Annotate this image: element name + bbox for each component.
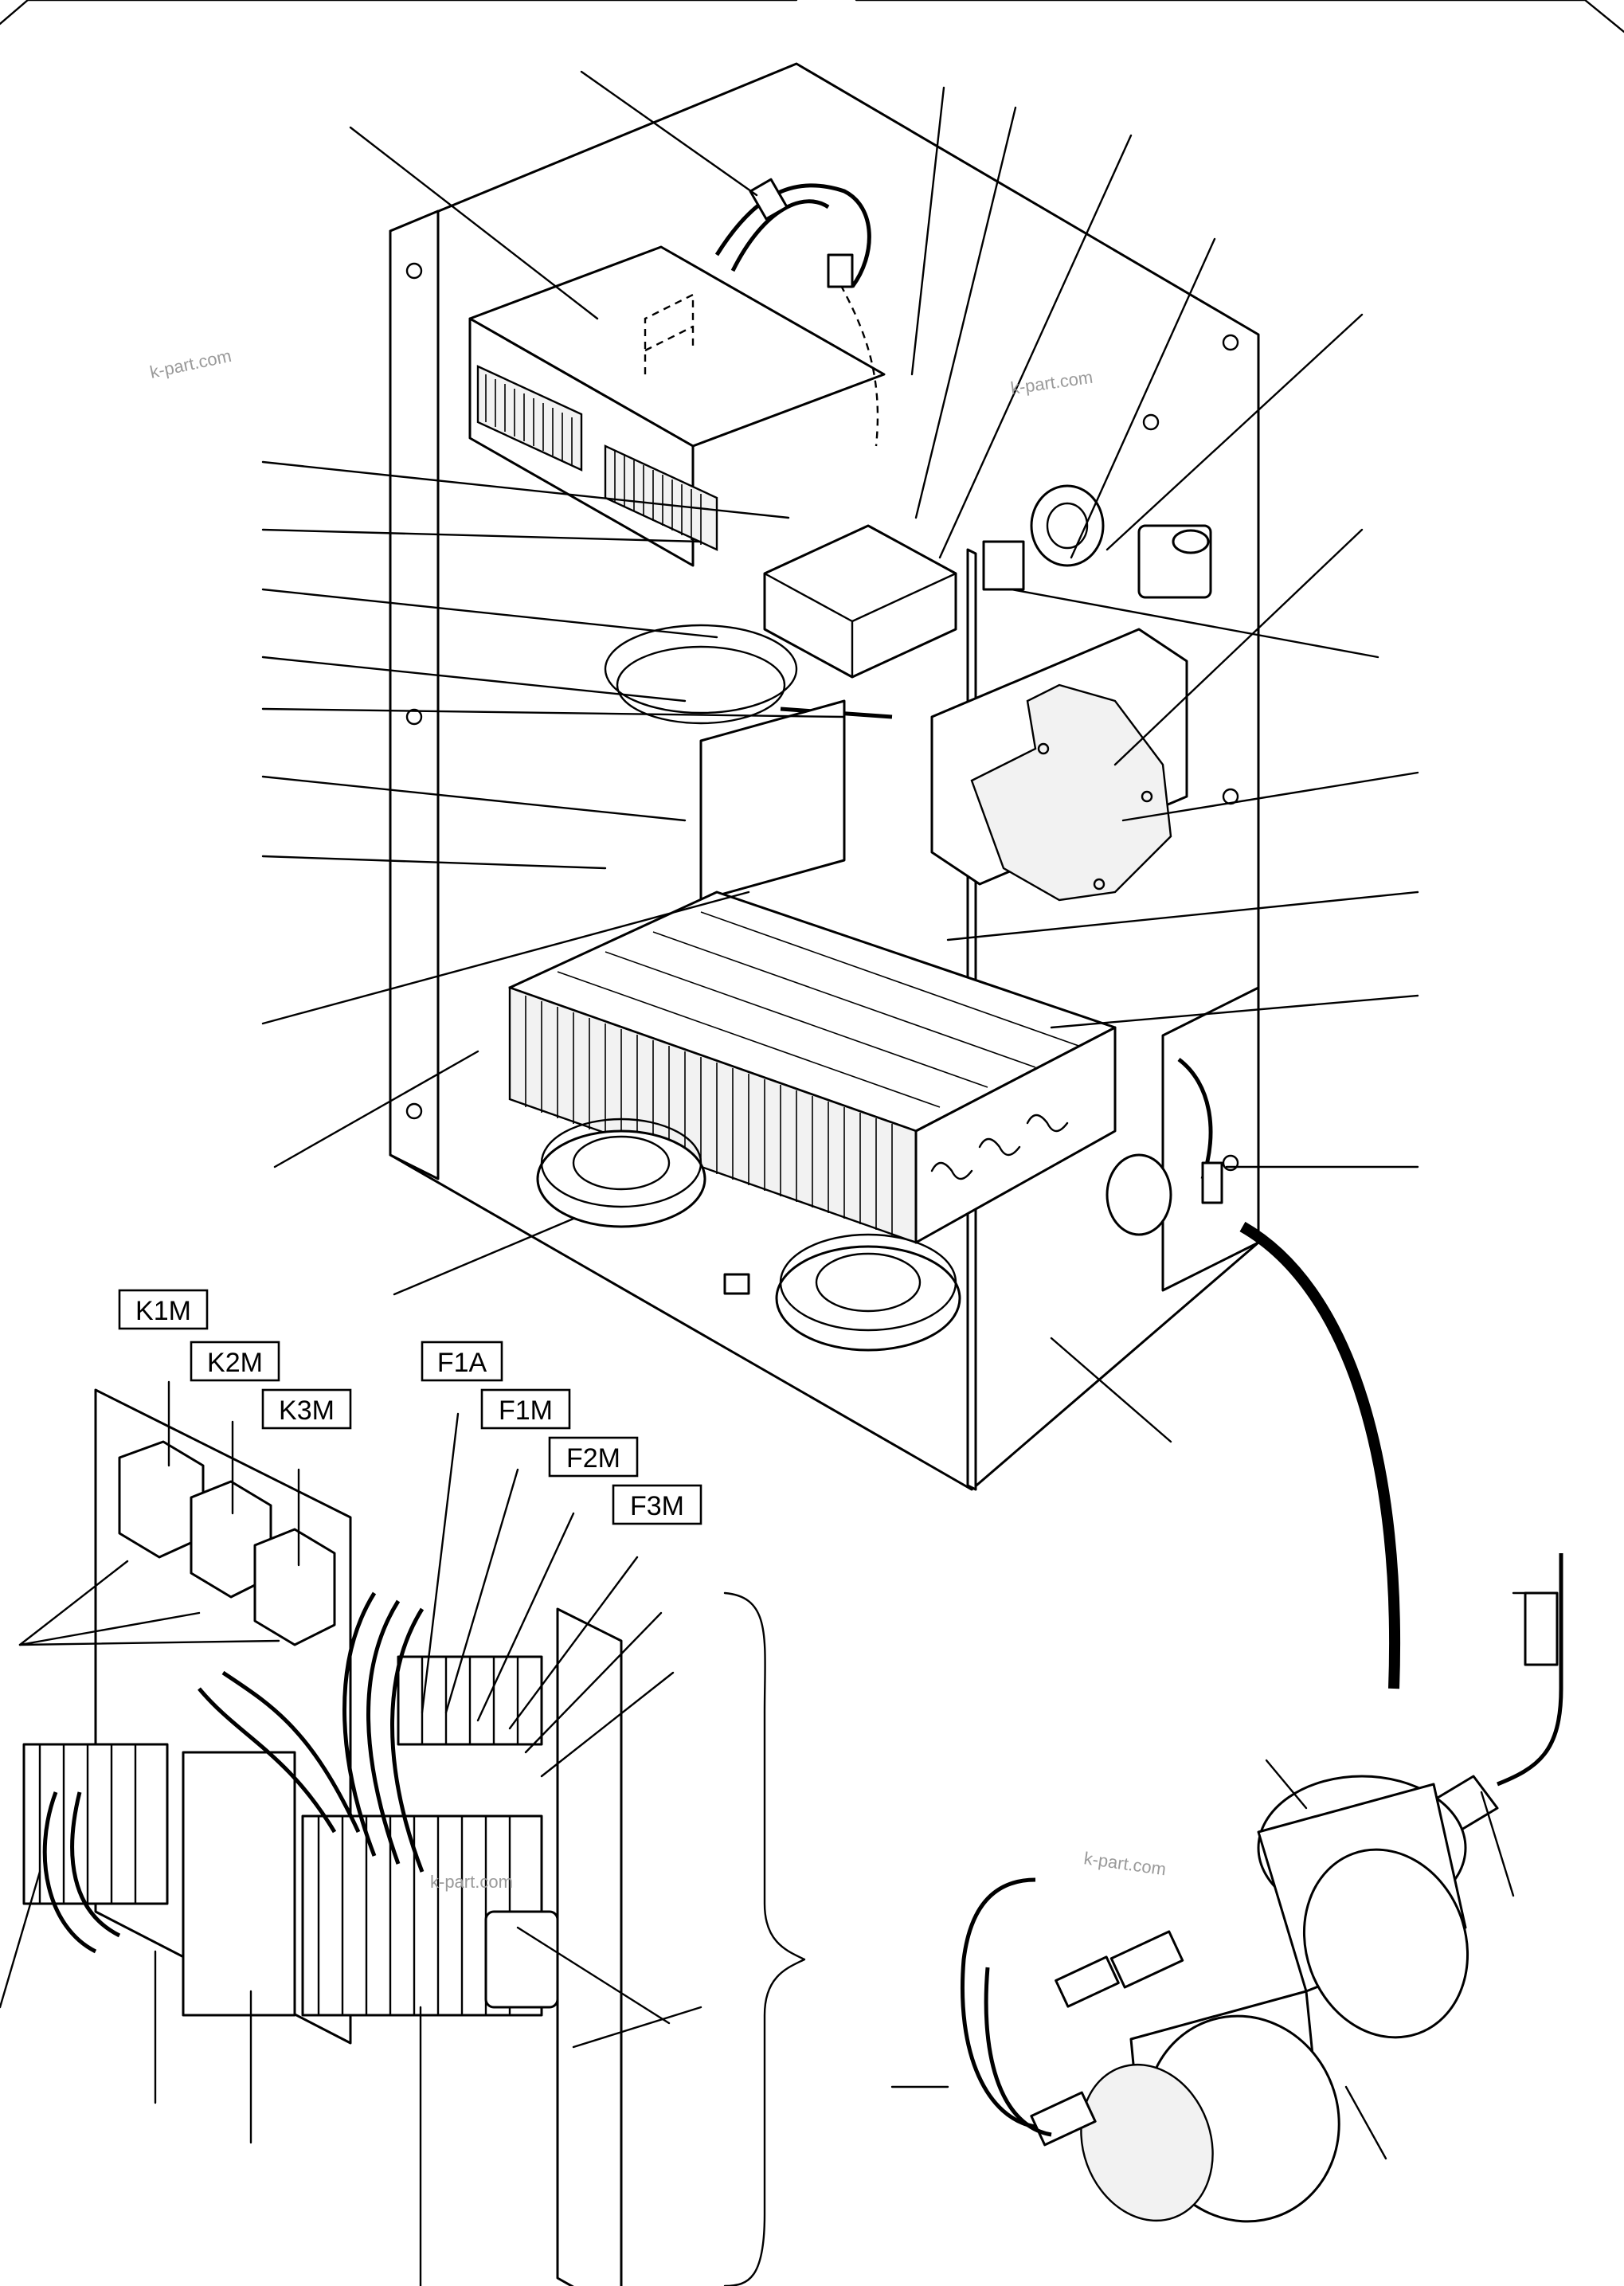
svg-text:F1A: F1A <box>437 1348 487 1378</box>
svg-text:F1M: F1M <box>499 1395 553 1426</box>
svg-text:K2M: K2M <box>207 1348 263 1378</box>
electrical-box <box>468 245 886 567</box>
label-f1a: F1A <box>421 1341 503 1382</box>
leader-lines-panel <box>0 1380 702 2286</box>
leader-lines-main <box>261 70 1419 1443</box>
svg-text:F2M: F2M <box>566 1443 620 1474</box>
svg-text:K3M: K3M <box>279 1395 335 1426</box>
svg-text:K1M: K1M <box>135 1296 191 1326</box>
watermark: k-part.com <box>1082 1848 1167 1879</box>
top-refrigerant-pipes <box>714 178 879 447</box>
electrical-panel <box>22 1388 623 2286</box>
evaporator-coil <box>508 891 1117 1244</box>
group-brace <box>723 1591 806 2286</box>
label-k3m: K3M <box>261 1388 352 1430</box>
label-k1m: K1M <box>118 1289 209 1330</box>
label-f2m: F2M <box>548 1436 639 1478</box>
label-f3m: F3M <box>612 1484 702 1525</box>
leader-lines-drier <box>890 1591 1555 2160</box>
svg-text:F3M: F3M <box>630 1491 684 1521</box>
label-k2m: K2M <box>190 1341 280 1382</box>
label-f1m: F1M <box>480 1388 571 1430</box>
control-module <box>763 484 1212 679</box>
watermark: k-part.com <box>430 1872 513 1892</box>
page-frame <box>0 0 1624 33</box>
drier-connection <box>1105 1058 1401 1689</box>
watermark: k-part.com <box>148 346 233 382</box>
receiver-drier <box>960 1553 1563 2223</box>
condenser-fans <box>536 1118 961 1352</box>
